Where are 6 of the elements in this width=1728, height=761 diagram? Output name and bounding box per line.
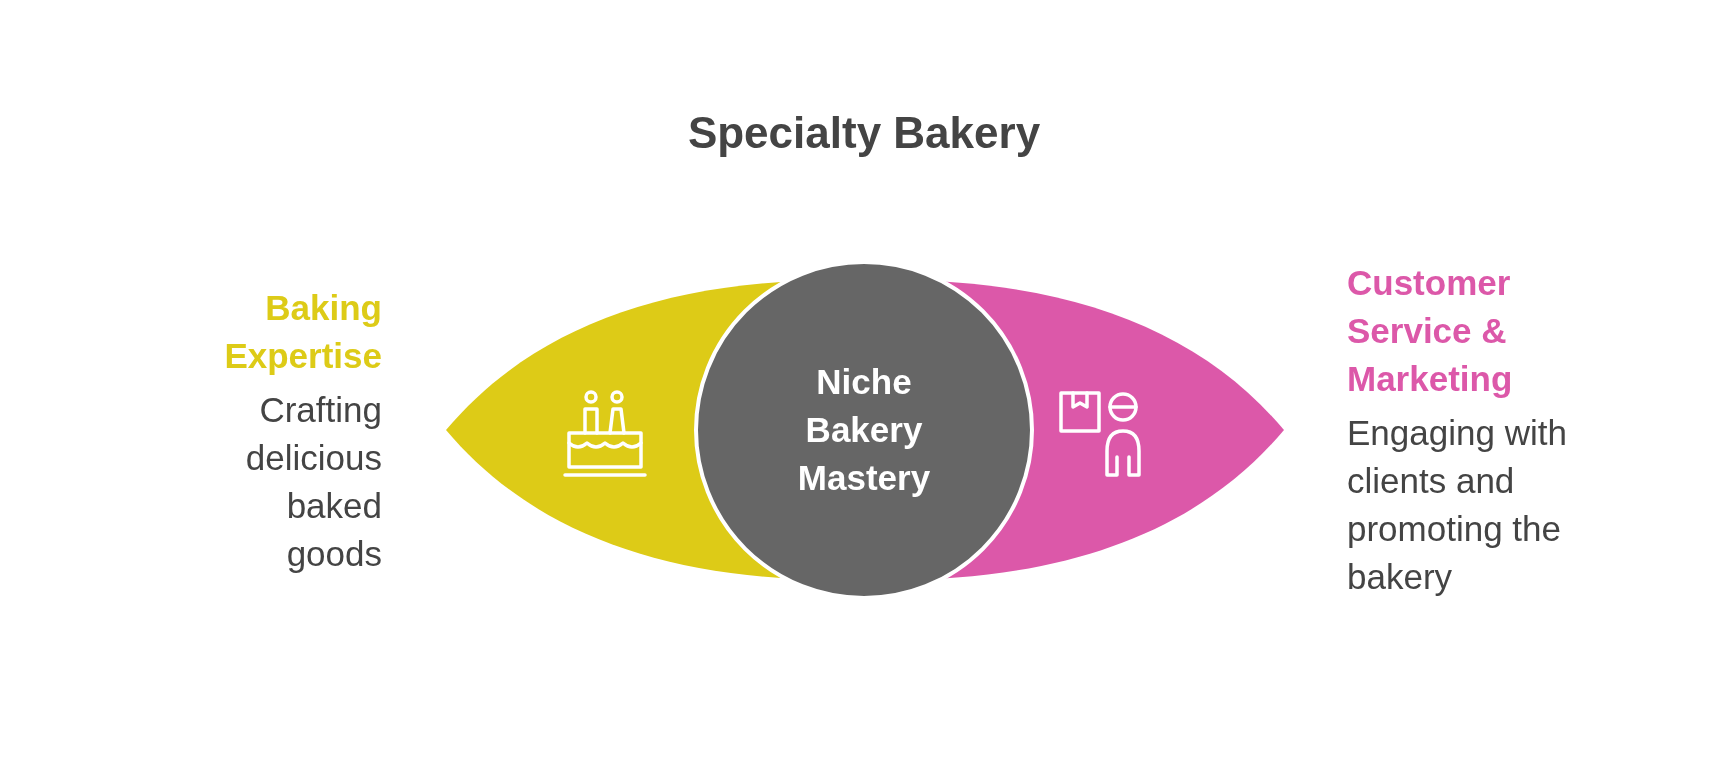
heading: Customer Service & Marketing — [1347, 262, 1514, 400]
title: Specialty Bakery — [686, 107, 1042, 159]
description: Crafting delicious baked goods — [244, 389, 382, 575]
circle-label: Niche Bakery Mastery — [796, 361, 932, 499]
heading: Baking Expertise — [223, 287, 382, 377]
description: Engaging with clients and promoting the bakery — [1347, 412, 1568, 598]
